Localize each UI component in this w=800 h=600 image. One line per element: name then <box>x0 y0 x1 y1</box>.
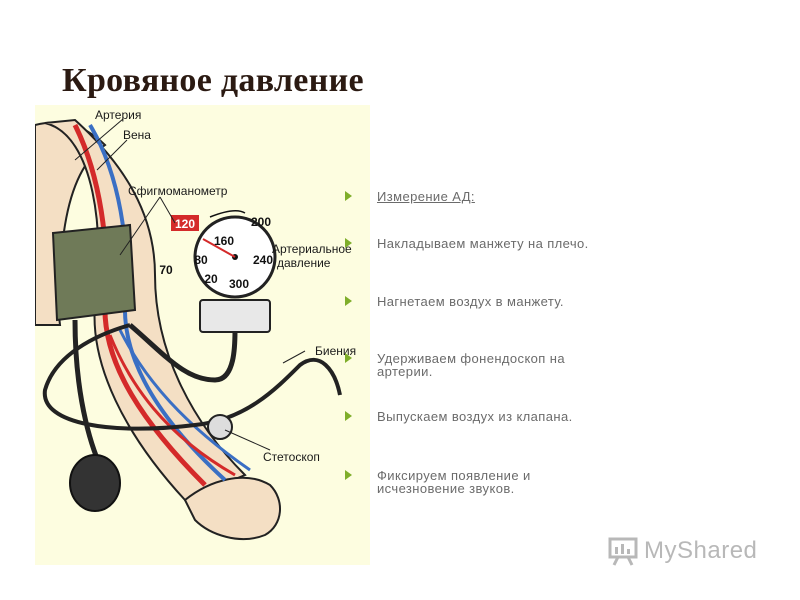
triangle-right-icon <box>345 470 352 480</box>
bullet-item: Выпускаем воздух из клапана. <box>345 410 573 423</box>
triangle-right-icon <box>345 238 352 248</box>
beats-leader <box>283 351 305 363</box>
dial-number-160: 160 <box>214 234 234 248</box>
bullet-text: Удерживаем фонендоскоп на артерии. <box>377 351 565 379</box>
arm-diagram-svg: 120 70 80 160 200 240 20 300 Артерия Вен… <box>35 105 370 565</box>
blood-pressure-illustration: 120 70 80 160 200 240 20 300 Артерия Вен… <box>35 105 370 565</box>
bullet-item: Измерение АД: <box>345 190 475 203</box>
triangle-right-icon <box>345 296 352 306</box>
bullet-text: Накладываем манжету на плечо. <box>377 236 589 251</box>
cuff-shape <box>53 225 135 320</box>
pump-bulb <box>70 455 120 511</box>
triangle-right-icon <box>345 191 352 201</box>
triangle-right-icon <box>345 353 352 363</box>
gauge-highlight-value: 120 <box>175 217 195 231</box>
bullet-text: Выпускаем воздух из клапана. <box>377 409 573 424</box>
dial-number-80: 80 <box>194 253 208 267</box>
presentation-board-icon <box>608 536 638 566</box>
bullet-text: Фиксируем появление и исчезновение звуко… <box>377 468 531 496</box>
bullet-text: Измерение АД: <box>377 189 475 204</box>
bullet-item: Удерживаем фонендоскоп на артерии. <box>345 352 620 378</box>
bullet-item: Накладываем манжету на плечо. <box>345 237 589 250</box>
slide-title: Кровяное давление <box>62 62 364 100</box>
bullet-text: Нагнетаем воздух в манжету. <box>377 294 564 309</box>
stethoscope-chestpiece <box>208 415 232 439</box>
stethoscope-leader <box>225 430 270 450</box>
bullet-item: Фиксируем появление и исчезновение звуко… <box>345 469 620 495</box>
watermark-text: MyShared <box>644 537 757 565</box>
gauge-base <box>200 300 270 332</box>
dial-number-20: 20 <box>204 272 218 286</box>
dial-number-240: 240 <box>253 253 273 267</box>
triangle-right-icon <box>345 411 352 421</box>
sphygmo-leader-2 <box>160 197 175 223</box>
label-sphygmomanometer: Сфигмоманометр <box>128 184 228 198</box>
watermark-logo: MyShared <box>608 536 757 566</box>
label-pressure-line1: Артериальное <box>272 242 352 256</box>
label-vein: Вена <box>123 128 151 142</box>
label-pressure-line2: давление <box>277 256 331 270</box>
label-artery: Артерия <box>95 108 141 122</box>
bullet-item: Нагнетаем воздух в манжету. <box>345 295 564 308</box>
label-stethoscope: Стетоскоп <box>263 450 320 464</box>
dial-number-200: 200 <box>251 215 271 229</box>
dial-number-300: 300 <box>229 277 249 291</box>
dial-number-70: 70 <box>159 263 173 277</box>
